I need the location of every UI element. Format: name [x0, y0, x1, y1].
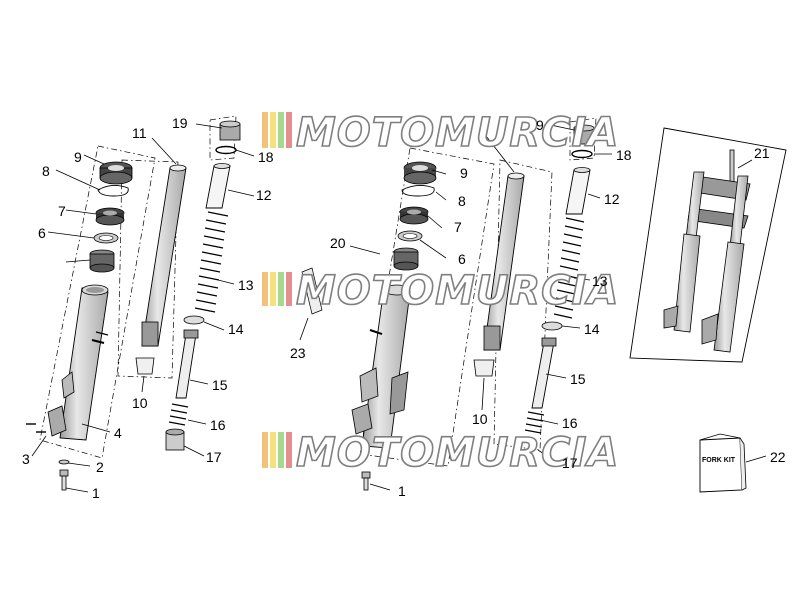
part-label: 15 — [570, 371, 586, 387]
part-label: 10 — [132, 395, 148, 411]
bottom-bolt-part — [59, 469, 69, 491]
part-label: 2 — [96, 459, 104, 475]
part-label: 8 — [458, 193, 466, 209]
part-label: 13 — [592, 273, 608, 289]
watermark-text: MOTOMURCIA — [296, 110, 619, 156]
watermark-row-1: MOTOMURCIA — [262, 109, 619, 157]
part-label: 17 — [206, 449, 222, 465]
dust-seal-part — [99, 161, 133, 185]
fork-spring-part-right — [553, 217, 585, 319]
part-label: 18 — [616, 147, 632, 163]
part-label: 9 — [74, 149, 82, 165]
rebound-spring-part-right — [524, 411, 545, 434]
rebound-spring-part — [168, 403, 189, 426]
part-label: 1 — [92, 485, 100, 501]
watermark-row-2: MOTOMURCIA — [262, 267, 619, 315]
complete-fork-frame — [629, 127, 787, 363]
o-ring-part — [215, 145, 237, 155]
bottom-cap-part-right — [473, 359, 495, 377]
part-label: 13 — [238, 277, 254, 293]
part-label: 7 — [454, 219, 462, 235]
bushing-part — [89, 249, 115, 273]
watermark-row-3: MOTOMURCIA — [262, 429, 619, 477]
complete-fork-assembly — [629, 127, 787, 363]
left-frame-inner — [117, 159, 179, 379]
part-label: 6 — [458, 251, 466, 267]
fork-spring-part — [194, 211, 229, 313]
fork-kit-bag: FORK KIT — [699, 433, 767, 493]
watermark-text: MOTOMURCIA — [296, 268, 619, 314]
part-label: 9 — [460, 165, 468, 181]
part-label: 19 — [172, 115, 188, 131]
part-label: 3 — [22, 451, 30, 467]
damper-rod-part-right — [531, 337, 557, 409]
spring-ring-part — [183, 315, 205, 325]
part-label: 14 — [584, 321, 600, 337]
circlip-part-right — [401, 185, 435, 197]
right-fork-assembly — [299, 117, 612, 491]
part-label: 21 — [754, 145, 770, 161]
o-ring-part-right — [571, 149, 593, 159]
bushing-part-right — [393, 247, 419, 271]
oil-seal-part-right — [399, 206, 429, 225]
part-label: 8 — [42, 163, 50, 179]
left-frame-outer — [39, 145, 156, 459]
fixing-bracket-part — [301, 267, 323, 315]
spacer-tube-part-right — [565, 167, 591, 215]
bolt-washer-part — [58, 459, 70, 465]
part-label: 23 — [290, 345, 306, 361]
damper-rod-part — [175, 329, 199, 399]
top-cap-part — [209, 115, 241, 161]
oil-seal-part — [95, 207, 125, 226]
part-label: 11 — [132, 125, 147, 141]
dust-seal-part-right — [403, 161, 437, 185]
part-label: 14 — [228, 321, 244, 337]
part-label: 16 — [210, 417, 226, 433]
fork-slider-part — [47, 284, 109, 441]
fork-slider-part-right — [351, 284, 411, 449]
inner-tube-part — [141, 164, 187, 347]
part-label: 17 — [562, 455, 578, 471]
part-label: 4 — [114, 425, 122, 441]
part-number-labels: 9 8 7 6 4 3 2 1 11 10 19 18 12 13 14 15 … — [22, 115, 786, 501]
inner-tube-part-right — [483, 172, 525, 351]
part-label: 15 — [212, 377, 228, 393]
part-label: 9 — [536, 117, 544, 133]
bleed-screw-part — [26, 423, 46, 433]
part-label: 7 — [58, 203, 66, 219]
part-label: 10 — [472, 411, 488, 427]
rod-piece-part — [165, 428, 185, 451]
part-label: 6 — [38, 225, 46, 241]
left-fork-assembly — [26, 115, 255, 493]
part-label: 18 — [258, 149, 274, 165]
part-label: 22 — [770, 449, 786, 465]
part-label: 12 — [256, 187, 272, 203]
circlip-part — [97, 185, 129, 197]
spring-ring-part-right — [541, 321, 563, 331]
watermark-text: MOTOMURCIA — [296, 430, 619, 476]
part-label: 12 — [604, 191, 620, 207]
part-label: 20 — [330, 235, 346, 251]
part-label: 16 — [562, 415, 578, 431]
top-cap-part-right — [569, 117, 597, 161]
spacer-tube-part — [205, 163, 231, 209]
part-label: 1 — [398, 483, 406, 499]
bottom-bolt-part-right — [361, 471, 371, 491]
bottom-cap-part — [135, 357, 155, 375]
fork-kit-text: FORK KIT — [702, 457, 736, 464]
